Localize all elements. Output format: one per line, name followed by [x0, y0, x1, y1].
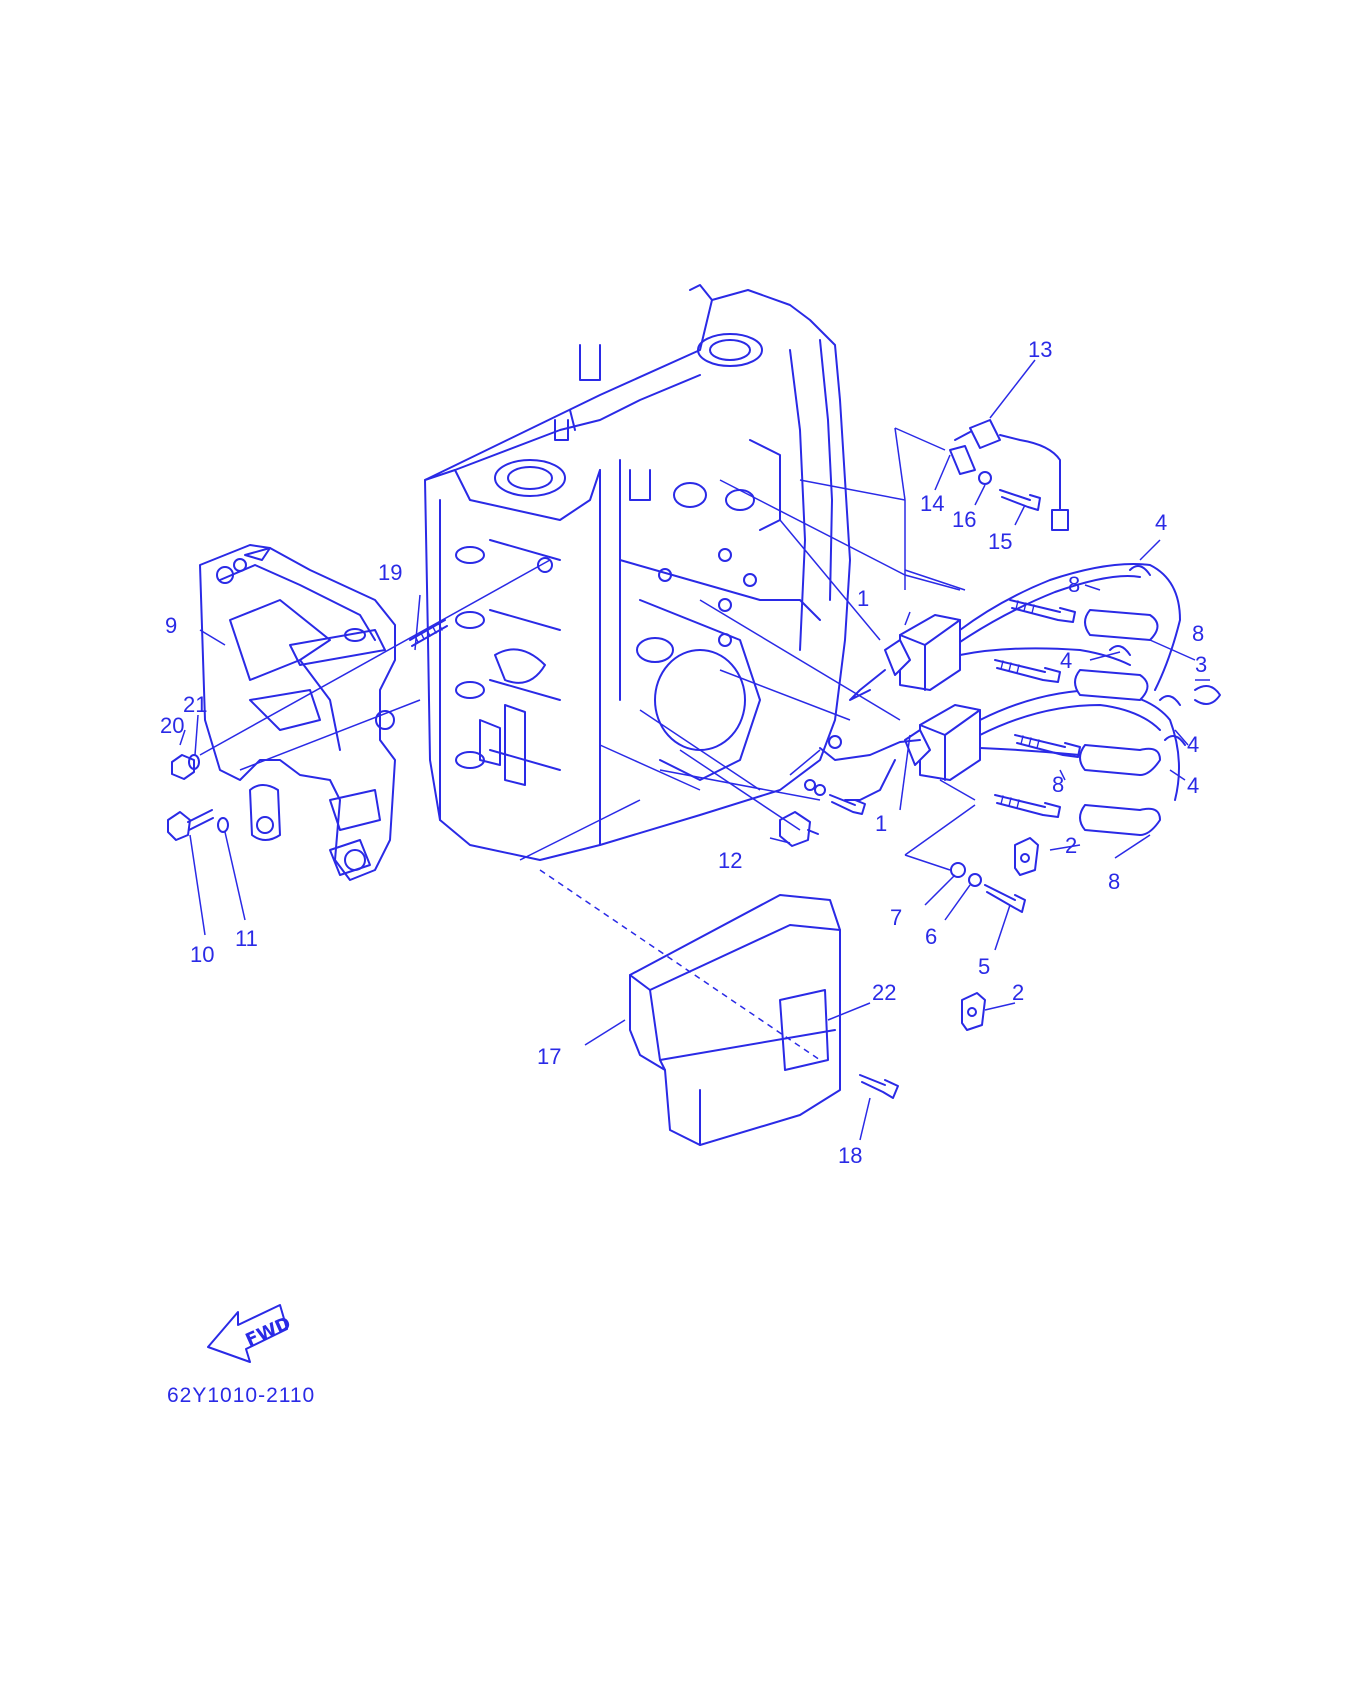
- callout-sensor-bolt: 15: [988, 529, 1012, 554]
- sensor-washer: [978, 471, 992, 485]
- forward-arrow-icon: FWD: [207, 1304, 294, 1363]
- callout-cap-4: 8: [1108, 869, 1120, 894]
- callout-grommet-3: 4: [1187, 732, 1199, 757]
- coil-washer-6: [968, 873, 982, 887]
- callout-washer-21: 21: [183, 692, 207, 717]
- callout-washer-11: 11: [235, 926, 258, 951]
- sensor-cover: [949, 445, 976, 475]
- callout-cover: 17: [537, 1044, 561, 1069]
- callout-grommet-2: 4: [1060, 648, 1072, 673]
- wire-clip-upper: [1014, 837, 1039, 876]
- coil-bolt-5: [984, 884, 1026, 913]
- callout-labels: 1 1 2 2 3 4 4 4 4 5 6 7 8 8 8 8 9 10 11 …: [160, 337, 1207, 1168]
- callout-bracket: 9: [165, 613, 177, 638]
- oil-pressure-switch: [779, 811, 819, 847]
- callout-washer-7: 7: [890, 905, 902, 930]
- wire-clip-lower: [961, 992, 986, 1031]
- sensor-bolt: [999, 489, 1041, 511]
- bracket-bolt: [167, 809, 214, 841]
- callout-cover-bolt: 18: [838, 1143, 862, 1168]
- bracket-washer-11: [217, 817, 229, 833]
- cylinder-block: [424, 284, 851, 861]
- ignition-coil-lower: [904, 704, 981, 781]
- bracket-washer-21: [188, 754, 200, 770]
- callout-coil-lower: 1: [875, 811, 887, 836]
- wire-clamp: [1194, 685, 1221, 705]
- callout-coil-upper: 1: [857, 586, 869, 611]
- callout-bracket-bolt: 10: [190, 942, 214, 967]
- coil-washer-7: [950, 862, 966, 878]
- engine-bracket: [199, 544, 396, 881]
- electrical-cover: [539, 869, 841, 1146]
- callout-clip-lower: 2: [1012, 980, 1024, 1005]
- callout-clamp: 3: [1195, 652, 1207, 677]
- callout-cap-1: 8: [1068, 572, 1080, 597]
- callout-cap-2: 8: [1192, 621, 1204, 646]
- cover-bolt: [859, 1074, 899, 1099]
- callout-grommet-4: 4: [1187, 773, 1199, 798]
- callout-cap-3: 8: [1052, 772, 1064, 797]
- callout-clip-upper: 2: [1065, 833, 1077, 858]
- leader-lines: [179, 359, 1210, 1141]
- spark-plugs: [994, 599, 1081, 818]
- callout-grommet-1: 4: [1155, 510, 1167, 535]
- callout-bolt-5: 5: [978, 954, 990, 979]
- callout-nut: 20: [160, 713, 184, 738]
- callout-sensor-cover: 14: [920, 491, 944, 516]
- ignition-coil-upper: [849, 614, 961, 701]
- spark-plug-caps: [1074, 565, 1186, 836]
- catalog-number: 62Y1010-2110: [167, 1384, 316, 1407]
- callout-pressure-switch: 12: [718, 848, 742, 873]
- callout-sensor: 13: [1028, 337, 1052, 362]
- temperature-sensor: [954, 419, 1069, 531]
- callout-stud: 19: [378, 560, 402, 585]
- callout-label-22: 22: [872, 980, 896, 1005]
- callout-washer-6: 6: [925, 924, 937, 949]
- callout-sensor-washer: 16: [952, 507, 976, 532]
- coil-bolts: [804, 779, 866, 815]
